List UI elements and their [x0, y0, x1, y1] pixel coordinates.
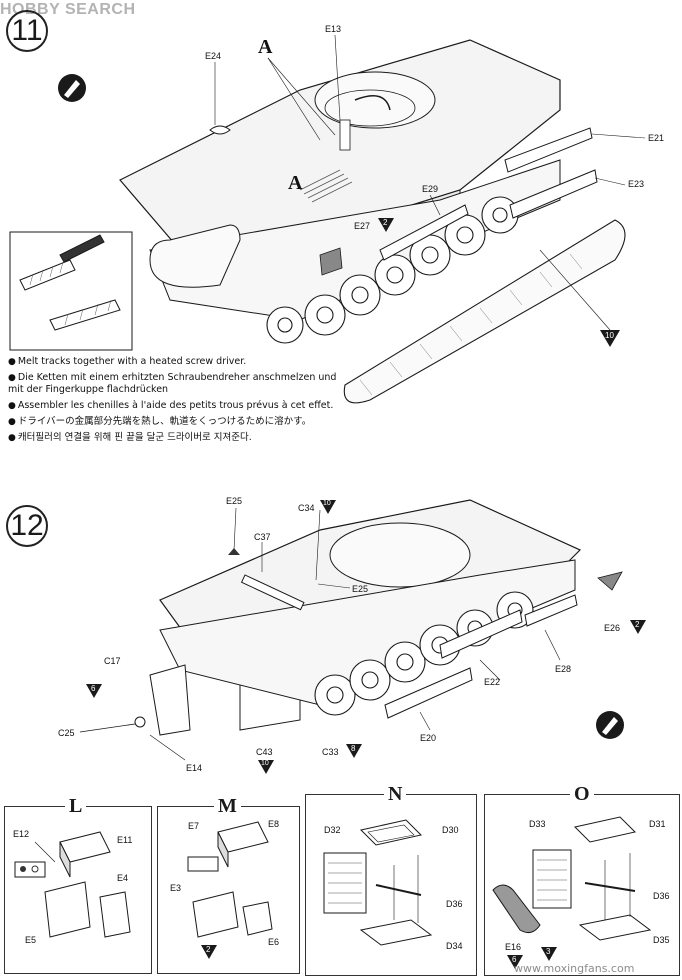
- subassembly-o-box: O D33 D31 D36 E16 D35 3 6: [484, 783, 680, 976]
- step-12-e26-badge-text: 2: [635, 620, 640, 629]
- subassembly-m-title: M: [214, 795, 241, 818]
- step-11-label-a-top: A: [258, 36, 273, 58]
- step-11-label-e13: E13: [325, 24, 342, 34]
- watermark-url: www.moxingfans.com: [514, 962, 635, 975]
- subassembly-n-label-d36: D36: [446, 899, 463, 909]
- step-12-c34-badge: 10: [320, 500, 336, 515]
- step-12-c43-badge-text: 10: [261, 760, 269, 767]
- step-11-tracks-badge-text: 10: [605, 331, 614, 340]
- step-11-label-e24: E24: [205, 51, 222, 61]
- step-12-label-c34: C34: [298, 503, 315, 513]
- subassembly-o-label-d36: D36: [653, 891, 670, 901]
- note-japanese: ●ドライバーの金属部分先端を熱し、軌道をくっつけるために溶かす。: [8, 416, 312, 427]
- step-12-label-c43: C43: [256, 747, 273, 757]
- step-12-label-c25: C25: [58, 728, 75, 738]
- subassembly-n-label-d32: D32: [324, 825, 341, 835]
- step-11-label-e27: E27: [354, 221, 371, 231]
- step-12-c17-badge-text: 6: [91, 684, 96, 693]
- subassembly-n-label-d30: D30: [442, 825, 459, 835]
- step-12-label-c37: C37: [254, 532, 271, 542]
- note-japanese-text: ドライバーの金属部分先端を熱し、軌道をくっつけるために溶かす。: [17, 416, 312, 427]
- step-12-hull-drawing: [79, 499, 624, 761]
- step-12-label-e26: E26: [604, 623, 621, 633]
- note-french-text: Assembler les chenilles à l'aide des pet…: [17, 400, 334, 411]
- step-12-label-e25-top: E25: [226, 496, 243, 506]
- subassembly-o-badge-6-text: 6: [512, 955, 517, 964]
- subassembly-l-label-e5: E5: [25, 935, 37, 945]
- step-12-label-c33: C33: [322, 747, 339, 757]
- subassembly-m-label-e6: E6: [268, 937, 280, 947]
- subassembly-m-label-e8: E8: [268, 819, 280, 829]
- subassembly-l-title: L: [65, 795, 87, 818]
- note-korean-text: 캐터필러의 연결을 위해 핀 끝을 달군 드라이버로 지져준다.: [17, 432, 252, 443]
- note-korean: ●캐터필러의 연결을 위해 핀 끝을 달군 드라이버로 지져준다.: [8, 432, 252, 443]
- step-12-c33-badge-text: 8: [351, 744, 356, 753]
- subassembly-o-label-d35: D35: [653, 935, 670, 945]
- subassembly-o-label-d33: D33: [529, 819, 546, 829]
- subassembly-m-badge: 2: [201, 945, 217, 960]
- step-12-label-e28: E28: [555, 664, 572, 674]
- step-11-label-e23: E23: [628, 179, 645, 189]
- step-11-tracks-badge: 10: [600, 330, 620, 348]
- note-german: ●Die Ketten mit einem erhitzten Schraube…: [8, 372, 337, 395]
- step-12-c43-badge: 10: [258, 760, 274, 775]
- step-11-label-a-mid: A: [288, 172, 303, 194]
- subassembly-o-badge-3-text: 3: [546, 947, 551, 956]
- subassembly-l-box: L E12 E11 E4 E5: [4, 795, 152, 974]
- step-11-label-e21: E21: [648, 133, 665, 143]
- note-german-text: Die Ketten mit einem erhitzten Schrauben…: [8, 372, 337, 395]
- step-12-c33-badge: 8: [346, 744, 362, 759]
- step-12-number: 12: [6, 505, 48, 547]
- subassembly-m-label-e3: E3: [170, 883, 182, 893]
- step-12-label-e25-mid: E25: [352, 584, 369, 594]
- step-11-e27-badge: 2: [378, 218, 394, 234]
- step-12-e26-badge: 2: [630, 620, 646, 635]
- subassembly-o-badge-6: 6: [507, 955, 523, 970]
- step-12-label-e20: E20: [420, 733, 437, 743]
- subassembly-m-box: M E7 E8 E3 E6 2: [157, 795, 300, 974]
- subassembly-o-badge-3: 3: [541, 947, 557, 962]
- step-12-label-e22: E22: [484, 677, 501, 687]
- subassembly-o-title: O: [570, 783, 594, 806]
- step-12-c34-badge-text: 10: [323, 500, 331, 507]
- subassembly-l-label-e11: E11: [117, 835, 133, 845]
- step-11-e27-badge-text: 2: [383, 218, 388, 227]
- subassembly-l-label-e12: E12: [13, 829, 30, 839]
- step-11-hull-drawing: [9, 34, 646, 404]
- step-12-label-e14: E14: [186, 763, 203, 773]
- subassembly-o-label-e16: E16: [505, 942, 522, 952]
- step-11-number: 11: [6, 10, 48, 52]
- subassembly-l-label-e4: E4: [117, 873, 129, 883]
- step-12-c17-badge: 6: [86, 684, 102, 699]
- subassembly-m-label-e7: E7: [188, 821, 200, 831]
- subassembly-o-label-d31: D31: [649, 819, 666, 829]
- step-11-notes: ●Melt tracks together with a heated scre…: [8, 356, 338, 444]
- subassembly-n-box: N D32 D30 D36 D34: [305, 783, 477, 976]
- subassembly-n-title: N: [384, 783, 407, 806]
- step-12-label-c17: C17: [104, 656, 121, 666]
- subassembly-m-badge-text: 2: [206, 945, 211, 954]
- step-11-label-e29: E29: [422, 184, 439, 194]
- note-english: ●Melt tracks together with a heated scre…: [8, 356, 247, 367]
- note-french: ●Assembler les chenilles à l'aide des pe…: [8, 400, 334, 411]
- note-english-text: Melt tracks together with a heated screw…: [17, 356, 247, 367]
- subassembly-n-label-d34: D34: [446, 941, 463, 951]
